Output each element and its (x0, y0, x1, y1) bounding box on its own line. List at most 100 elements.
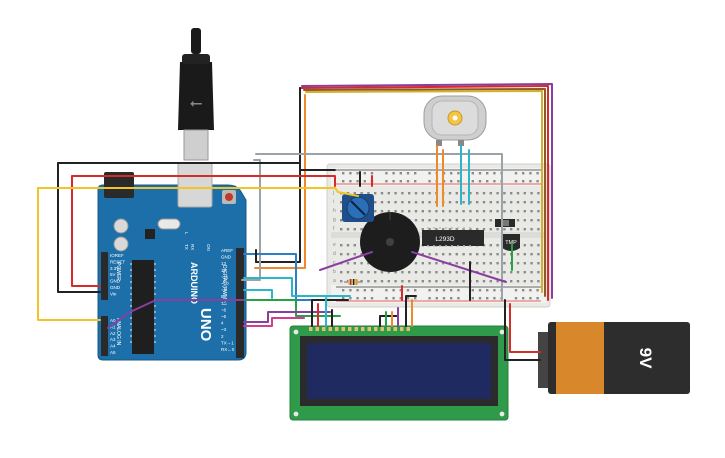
breadboard-hole[interactable] (496, 201, 499, 204)
breadboard-hole[interactable] (340, 201, 343, 204)
breadboard-hole[interactable] (523, 210, 526, 213)
analog-header[interactable] (101, 316, 108, 356)
breadboard-hole[interactable] (380, 192, 384, 195)
breadboard-hole[interactable] (448, 210, 452, 213)
breadboard-hole[interactable] (414, 192, 418, 195)
breadboard-hole[interactable] (435, 253, 438, 256)
breadboard-hole[interactable] (489, 280, 492, 283)
breadboard-rail-hole[interactable] (363, 172, 366, 175)
breadboard-hole[interactable] (414, 271, 418, 274)
breadboard-hole[interactable] (353, 262, 356, 265)
l293d-driver-ic[interactable]: L293D (422, 227, 484, 247)
breadboard-hole[interactable] (414, 280, 418, 283)
breadboard-hole[interactable] (496, 244, 499, 247)
breadboard-hole[interactable] (374, 201, 377, 204)
breadboard-hole[interactable] (455, 271, 458, 274)
breadboard-hole[interactable] (469, 253, 472, 256)
breadboard-hole[interactable] (496, 271, 499, 274)
lcd-pin[interactable] (387, 327, 391, 331)
breadboard-hole[interactable] (360, 253, 363, 256)
breadboard-hole[interactable] (435, 219, 438, 222)
breadboard-rail-hole[interactable] (493, 289, 496, 292)
breadboard-hole[interactable] (462, 228, 465, 231)
breadboard-hole[interactable] (428, 192, 431, 195)
breadboard-hole[interactable] (503, 262, 506, 265)
breadboard-rail-hole[interactable] (385, 289, 388, 292)
breadboard-hole[interactable] (469, 210, 472, 213)
breadboard-rail-hole[interactable] (522, 172, 525, 175)
breadboard-hole[interactable] (401, 210, 404, 213)
breadboard-rail-hole[interactable] (342, 172, 345, 175)
lcd-pin-header[interactable] (309, 327, 410, 331)
breadboard-rail-hole[interactable] (370, 172, 374, 175)
breadboard-hole[interactable] (530, 271, 533, 274)
breadboard-hole[interactable] (462, 210, 465, 213)
breadboard-hole[interactable] (489, 244, 492, 247)
breadboard-hole[interactable] (476, 201, 479, 204)
breadboard-hole[interactable] (442, 219, 445, 222)
breadboard-hole[interactable] (516, 228, 520, 231)
breadboard-hole[interactable] (448, 280, 452, 283)
breadboard-hole[interactable] (496, 253, 499, 256)
breadboard-hole[interactable] (476, 253, 479, 256)
breadboard-hole[interactable] (367, 262, 370, 265)
breadboard-hole[interactable] (435, 280, 438, 283)
breadboard-rail-hole[interactable] (406, 180, 410, 183)
breadboard-hole[interactable] (469, 192, 472, 195)
breadboard-hole[interactable] (353, 253, 356, 256)
breadboard-hole[interactable] (516, 271, 520, 274)
breadboard-hole[interactable] (340, 228, 343, 231)
breadboard-hole[interactable] (537, 280, 540, 283)
breadboard-hole[interactable] (428, 271, 431, 274)
breadboard-hole[interactable] (435, 228, 438, 231)
breadboard-hole[interactable] (394, 271, 397, 274)
breadboard-hole[interactable] (510, 201, 513, 204)
breadboard-rail-hole[interactable] (514, 289, 518, 292)
breadboard-rail-hole[interactable] (356, 297, 359, 300)
breadboard-hole[interactable] (455, 253, 458, 256)
breadboard-rail-hole[interactable] (457, 297, 460, 300)
breadboard-rail-hole[interactable] (486, 289, 489, 292)
breadboard-hole[interactable] (503, 210, 506, 213)
breadboard-rail-hole[interactable] (493, 172, 496, 175)
breadboard-hole[interactable] (503, 192, 506, 195)
breadboard-hole[interactable] (353, 192, 356, 195)
breadboard-hole[interactable] (496, 262, 499, 265)
breadboard-hole[interactable] (530, 219, 533, 222)
breadboard-rail-hole[interactable] (370, 297, 374, 300)
breadboard-rail-hole[interactable] (363, 180, 366, 183)
breadboard-hole[interactable] (408, 271, 411, 274)
breadboard-hole[interactable] (462, 201, 465, 204)
breadboard-hole[interactable] (523, 244, 526, 247)
breadboard-hole[interactable] (503, 201, 506, 204)
breadboard-rail-hole[interactable] (529, 289, 532, 292)
breadboard-hole[interactable] (374, 192, 377, 195)
breadboard-hole[interactable] (482, 253, 486, 256)
breadboard-hole[interactable] (523, 192, 526, 195)
breadboard-hole[interactable] (408, 210, 411, 213)
arduino-uno-board[interactable]: ARDUINO UNO DIGITAL (PWM ~) POWER ANALOG… (97, 162, 247, 361)
breadboard-rail-hole[interactable] (406, 289, 410, 292)
breadboard-hole[interactable] (380, 271, 384, 274)
breadboard-hole[interactable] (448, 253, 452, 256)
breadboard-rail-hole[interactable] (399, 297, 402, 300)
breadboard-hole[interactable] (340, 219, 343, 222)
breadboard-hole[interactable] (448, 228, 452, 231)
breadboard-hole[interactable] (346, 228, 350, 231)
breadboard-hole[interactable] (408, 201, 411, 204)
breadboard-hole[interactable] (353, 228, 356, 231)
breadboard-hole[interactable] (442, 253, 445, 256)
breadboard-hole[interactable] (503, 271, 506, 274)
breadboard-hole[interactable] (462, 253, 465, 256)
breadboard-hole[interactable] (503, 253, 506, 256)
breadboard-hole[interactable] (476, 192, 479, 195)
lcd-pin[interactable] (328, 327, 333, 331)
breadboard-rail-hole[interactable] (457, 172, 460, 175)
breadboard-rail-hole[interactable] (392, 289, 395, 292)
breadboard-hole[interactable] (455, 201, 458, 204)
breadboard-hole[interactable] (360, 280, 363, 283)
breadboard-rail-hole[interactable] (529, 297, 532, 300)
breadboard-hole[interactable] (530, 244, 533, 247)
usb-cable[interactable]: ⭠ (178, 28, 214, 161)
breadboard-rail-hole[interactable] (349, 297, 352, 300)
